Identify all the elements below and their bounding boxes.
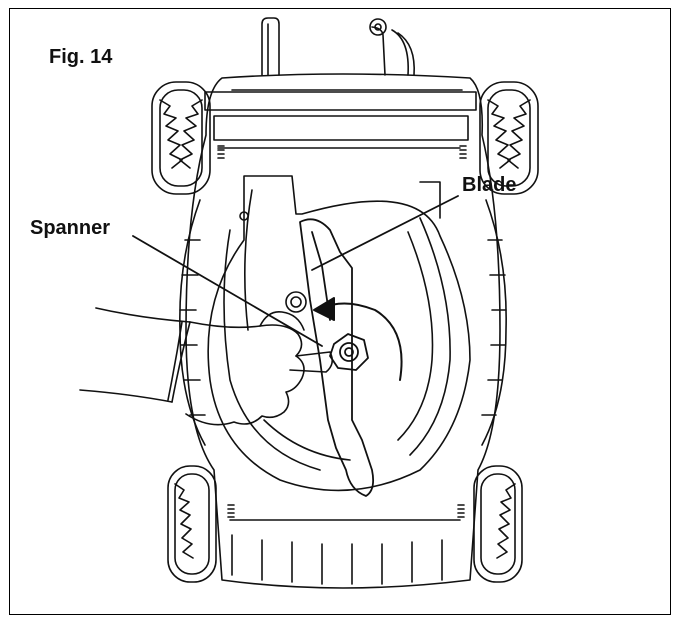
spanner-label: Spanner <box>30 217 111 239</box>
leader-lines <box>132 195 459 347</box>
mower-deck <box>179 73 507 589</box>
blade-label: Blade <box>462 174 517 196</box>
rear-left-wheel <box>151 81 211 195</box>
blade-housing <box>207 175 471 492</box>
spanner-leader-line <box>132 235 323 347</box>
rear-right-wheel <box>479 81 539 195</box>
blade-shape <box>299 218 375 497</box>
figure-title: Fig. 14 <box>49 46 113 68</box>
hand-with-spanner <box>79 291 334 426</box>
handle-bars <box>261 17 415 76</box>
figure-frame <box>9 8 671 615</box>
front-left-wheel <box>167 465 217 583</box>
front-right-wheel <box>473 465 523 583</box>
blade-leader-line <box>311 195 459 271</box>
blade-nut <box>329 333 369 371</box>
rotation-arrow <box>313 297 403 381</box>
